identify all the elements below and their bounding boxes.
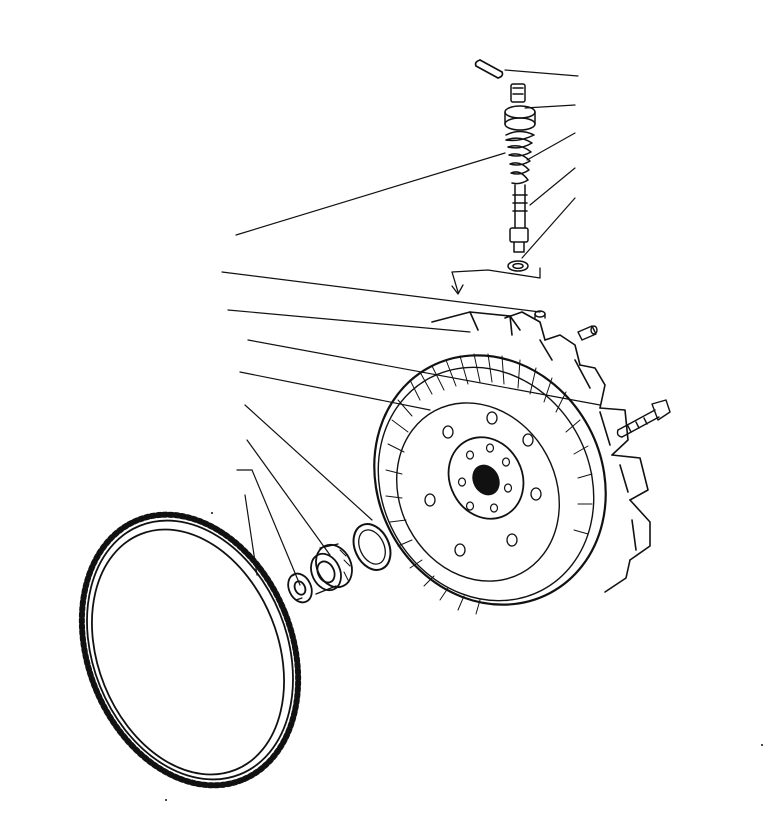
ring-gear-icon [78,511,302,789]
leader-line-left-4 [247,339,601,406]
leader-line-top-nut [524,104,576,109]
shaft-assembly [504,83,536,272]
bearing-icon [310,543,353,595]
leader-lines [221,69,601,586]
pin-icon [474,59,504,79]
leader-line-shaft [529,167,576,206]
flywheel-icon [373,311,651,615]
assembly-arrow [451,267,541,295]
leader-line-bearing [246,439,331,556]
leader-line-spring [526,132,576,161]
specks [165,512,763,801]
washer-icon [507,260,529,272]
leader-line-spacer [236,469,301,586]
nut-icon [504,83,536,131]
leader-line-left-1 [235,152,506,236]
dowel-icon [577,325,598,341]
leader-line-left-2 [221,271,541,313]
ring-icon [352,523,392,571]
hatching [385,353,593,615]
housing-lugs [431,311,651,593]
leader-line-snap-ring [244,404,373,521]
spring-icon [505,130,535,185]
leader-line-left-3 [227,309,471,333]
leader-line-washer [521,197,576,259]
dowel-icon [534,310,546,319]
bolt-holes [424,411,542,557]
hub-holes [457,443,513,513]
shaft-icon [509,184,529,253]
spacer-icon [287,572,313,604]
leader-line-left-5 [239,371,431,411]
leader-line-pin [504,69,579,77]
